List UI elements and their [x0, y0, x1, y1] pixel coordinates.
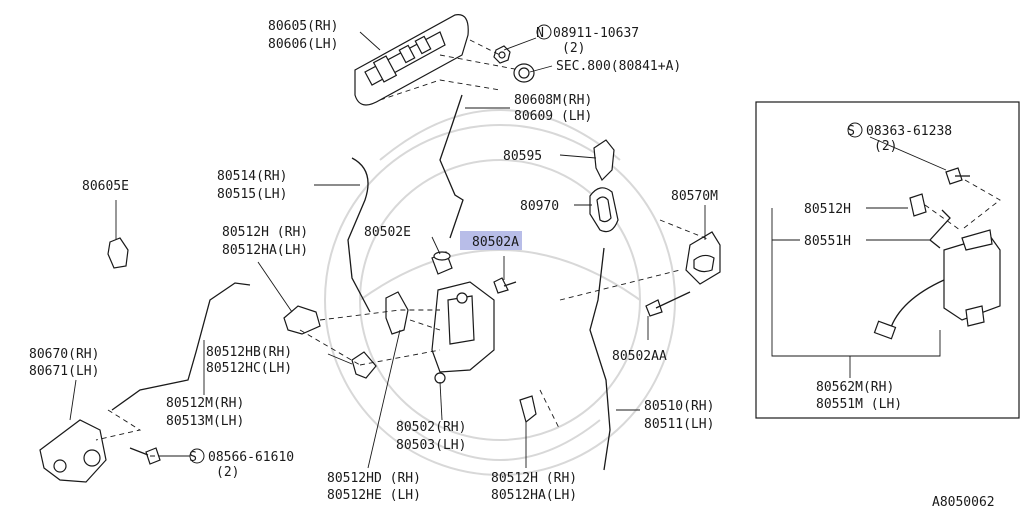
- label-80503[interactable]: 80503(LH): [396, 438, 466, 453]
- outside-handle-part[interactable]: [354, 14, 469, 106]
- label-inset-80512h[interactable]: 80512H: [804, 202, 851, 217]
- inset-bracket-80512h[interactable]: [909, 193, 927, 217]
- s-symbol-icon: [189, 448, 205, 464]
- screw-80502aa-part[interactable]: [645, 291, 691, 317]
- label-08911[interactable]: 08911-10637: [553, 26, 639, 41]
- inside-handle-part[interactable]: [39, 419, 107, 483]
- label-08566-qty: (2): [216, 465, 239, 480]
- s-prefix-inset: S: [847, 124, 855, 139]
- screw-08566-part[interactable]: [129, 447, 161, 465]
- clip-80512hd-part[interactable]: [385, 291, 409, 335]
- label-80671[interactable]: 80671(LH): [29, 364, 99, 379]
- striker-80570m-part[interactable]: [685, 231, 721, 285]
- label-80512h-lower[interactable]: 80512H (RH): [491, 471, 577, 486]
- label-80502aa[interactable]: 80502AA: [612, 349, 667, 364]
- pad-80970-part[interactable]: [589, 187, 619, 233]
- rod-80510[interactable]: [589, 247, 611, 471]
- nut-part[interactable]: [493, 45, 511, 64]
- assembly-line-lock: [299, 309, 441, 366]
- label-inset-80551h[interactable]: 80551H: [804, 234, 851, 249]
- assembly-line-handle: [379, 39, 521, 101]
- label-80970[interactable]: 80970: [520, 199, 559, 214]
- door-lock-part[interactable]: [431, 281, 495, 384]
- label-80512h-upper[interactable]: 80512H (RH): [222, 225, 308, 240]
- inset-actuator-part[interactable]: [873, 229, 1001, 340]
- label-08911-qty: (2): [562, 41, 585, 56]
- label-80512hc[interactable]: 80512HC(LH): [206, 361, 292, 376]
- assembly-line-striker: [539, 219, 711, 431]
- label-08363[interactable]: 08363-61238: [866, 124, 952, 139]
- label-80512hb[interactable]: 80512HB(RH): [206, 345, 292, 360]
- assembly-line-inset: [924, 179, 1001, 231]
- clip-80512hb-part[interactable]: [351, 351, 377, 379]
- label-80670[interactable]: 80670(RH): [29, 347, 99, 362]
- label-80512m[interactable]: 80512M(RH): [166, 396, 244, 411]
- label-80608m[interactable]: 80608M(RH): [514, 93, 592, 108]
- clip-80605e-part[interactable]: [107, 237, 129, 269]
- clip-80595-part[interactable]: [593, 139, 615, 182]
- rod-80608m[interactable]: [439, 94, 464, 239]
- selected-part-highlight: [460, 231, 522, 250]
- s-symbol-icon: [847, 122, 863, 138]
- label-80502e[interactable]: 80502E: [364, 225, 411, 240]
- label-80510[interactable]: 80510(RH): [644, 399, 714, 414]
- label-80512he[interactable]: 80512HE (LH): [327, 488, 421, 503]
- label-80512ha-lower[interactable]: 80512HA(LH): [491, 488, 577, 503]
- n-prefix: N: [536, 26, 544, 41]
- label-80606[interactable]: 80606(LH): [268, 37, 338, 52]
- label-80605e[interactable]: 80605E: [82, 179, 129, 194]
- leader-lines: [69, 31, 947, 469]
- label-80512hd[interactable]: 80512HD (RH): [327, 471, 421, 486]
- label-08566[interactable]: 08566-61610: [208, 450, 294, 465]
- cable-80512m[interactable]: [111, 282, 251, 411]
- label-sec800[interactable]: SEC.800(80841+A): [556, 59, 681, 74]
- clip-80512h-lower-part[interactable]: [519, 395, 537, 424]
- inset-frame: [755, 101, 1020, 419]
- rod-80514[interactable]: [347, 157, 371, 313]
- label-80513m[interactable]: 80513M(LH): [166, 414, 244, 429]
- inset-screw-08363[interactable]: [945, 167, 970, 185]
- inset-rod-80551h[interactable]: [929, 209, 951, 249]
- s-prefix: S: [189, 450, 197, 465]
- bushing-80502e-part[interactable]: [431, 251, 453, 275]
- screw-80502a-part[interactable]: [493, 277, 517, 294]
- n-symbol-icon: [536, 24, 552, 40]
- clip-80512h-upper-part[interactable]: [283, 305, 321, 335]
- label-80551m[interactable]: 80551M (LH): [816, 397, 902, 412]
- label-80562m[interactable]: 80562M(RH): [816, 380, 894, 395]
- label-80512ha-upper[interactable]: 80512HA(LH): [222, 243, 308, 258]
- label-80570m[interactable]: 80570M: [671, 189, 718, 204]
- label-08363-qty: (2): [874, 139, 897, 154]
- label-80514[interactable]: 80514(RH): [217, 169, 287, 184]
- label-80595[interactable]: 80595: [503, 149, 542, 164]
- label-80502a[interactable]: 80502A: [472, 235, 519, 250]
- grommet-part[interactable]: [513, 63, 535, 83]
- diagram-code: A8050062: [932, 495, 995, 510]
- label-80511[interactable]: 80511(LH): [644, 417, 714, 432]
- label-80502[interactable]: 80502(RH): [396, 420, 466, 435]
- label-80605[interactable]: 80605(RH): [268, 19, 338, 34]
- label-80609[interactable]: 80609 (LH): [514, 109, 592, 124]
- label-80515[interactable]: 80515(LH): [217, 187, 287, 202]
